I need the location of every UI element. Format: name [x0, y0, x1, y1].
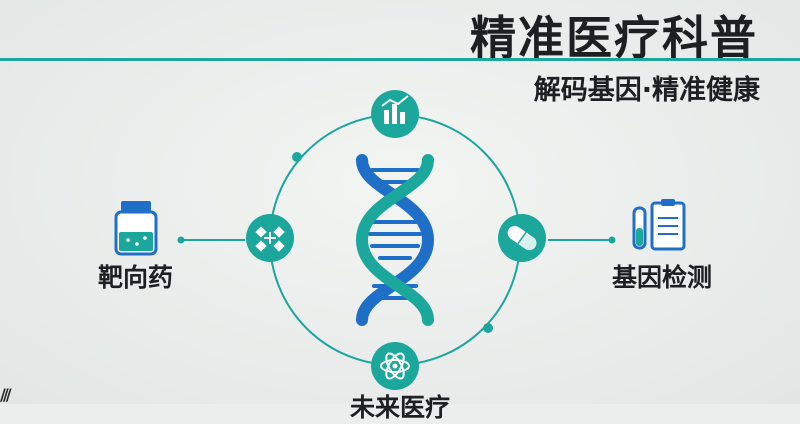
node-label-future-medicine: 未来医疗: [350, 393, 451, 422]
orbit-circle: [269, 114, 521, 366]
node-label-targeted-drug: 靶向药: [98, 263, 174, 292]
connector-dot: [177, 236, 185, 244]
atom-icon: [371, 342, 419, 390]
pill-capsule-icon: [498, 214, 546, 262]
medicine-bottle-icon: [114, 201, 158, 256]
bar-chart-icon: [371, 90, 419, 138]
page-title: 精准医疗科普: [470, 11, 758, 65]
node-label-gene-test: 基因检测: [612, 263, 713, 292]
orbit-dot: [292, 152, 302, 162]
header-divider: [0, 58, 800, 61]
dna-helix-icon: [355, 154, 435, 326]
test-tube-clipboard-icon: [632, 199, 686, 251]
infographic-diagram: [114, 90, 686, 390]
corner-decoration: ///: [0, 385, 11, 404]
molecule-icon: [246, 214, 294, 262]
orbit-dot: [483, 323, 493, 333]
connector-dot: [608, 236, 616, 244]
page-subtitle: 解码基因·精准健康: [533, 75, 760, 106]
